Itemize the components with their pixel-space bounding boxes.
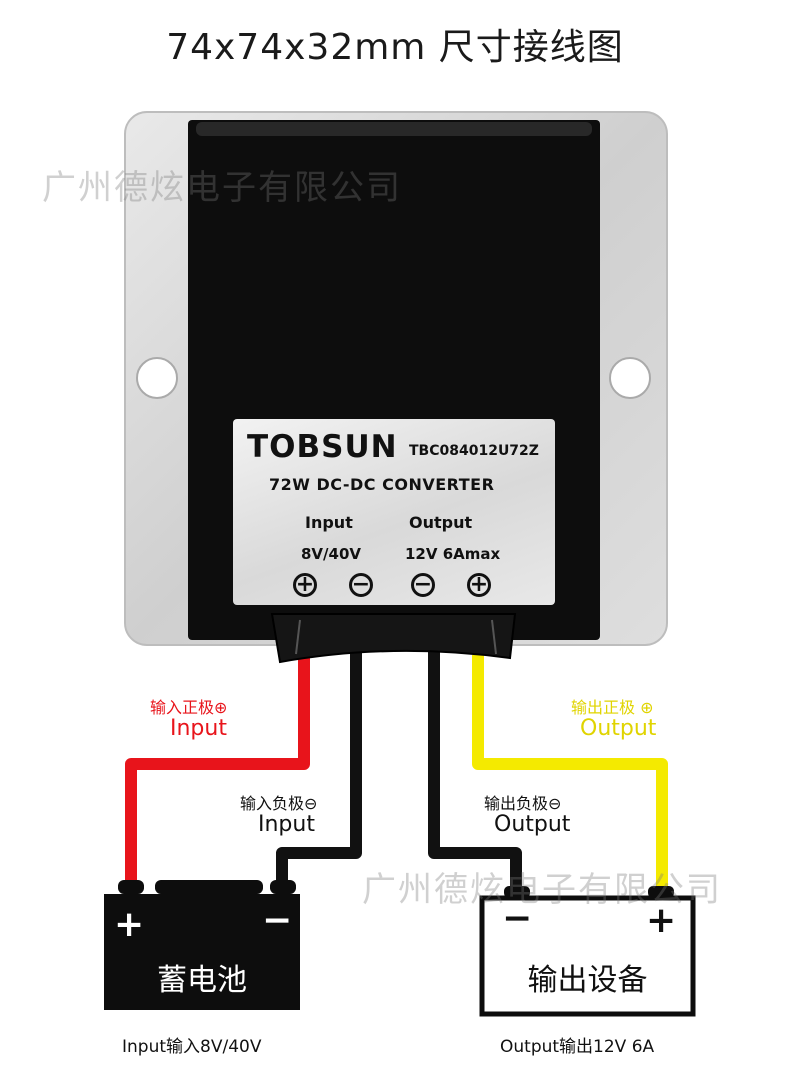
device-label: 输出设备 bbox=[527, 963, 648, 998]
product-description: 72W DC-DC CONVERTER bbox=[269, 475, 495, 494]
wire-output-positive bbox=[472, 655, 668, 890]
input-caption: Input输入8V/40V bbox=[122, 1037, 262, 1057]
device-body bbox=[479, 895, 696, 1017]
mount-hole-left bbox=[136, 357, 178, 399]
battery-terminal-left bbox=[118, 880, 144, 894]
output-header: Output bbox=[409, 513, 473, 532]
battery-terminal-right bbox=[270, 880, 296, 894]
model-number: TBC084012U72Z bbox=[409, 443, 539, 459]
input-negative-label-en: Input bbox=[258, 812, 315, 837]
converter-label-plate: TOBSUN TBC084012U72Z 72W DC-DC CONVERTER… bbox=[233, 419, 555, 605]
terminal-output-negative-icon: ⊖− bbox=[411, 573, 435, 597]
battery-plus-sign: + bbox=[114, 904, 145, 945]
output-range: 12V 6Amax bbox=[405, 545, 501, 563]
device-terminal-left bbox=[504, 886, 530, 898]
battery-top-bar bbox=[155, 880, 263, 894]
page-title: 74x74x32mm 尺寸接线图 bbox=[166, 27, 624, 68]
watermark-top: 广州德炫电子有限公司 bbox=[42, 168, 402, 208]
input-header: Input bbox=[305, 513, 353, 532]
output-positive-label-en: Output bbox=[580, 716, 657, 741]
device-minus-sign: − bbox=[502, 898, 533, 939]
cable-grommet bbox=[270, 613, 517, 664]
output-caption: Output输出12V 6A bbox=[500, 1037, 655, 1057]
device-plus-sign: + bbox=[646, 900, 677, 941]
battery-body bbox=[104, 894, 300, 1010]
terminal-output-positive-icon: ⊕+ bbox=[467, 573, 491, 597]
terminal-input-positive-icon: ⊕+ bbox=[293, 573, 317, 597]
wire-input-positive bbox=[125, 655, 310, 885]
input-positive-label-en: Input bbox=[170, 716, 227, 741]
device-terminal-right bbox=[648, 886, 674, 898]
output-positive-label-cn: 输出正极 ⊕ bbox=[571, 698, 654, 717]
brand-name: TOBSUN bbox=[247, 429, 398, 465]
wire-input-negative bbox=[276, 650, 362, 885]
battery-label: 蓄电池 bbox=[157, 963, 247, 998]
mount-hole-right bbox=[609, 357, 651, 399]
wire-output-negative bbox=[428, 650, 522, 890]
input-positive-label-cn: 输入正极⊕ bbox=[150, 698, 228, 717]
battery-minus-sign: − bbox=[262, 900, 293, 941]
terminal-input-negative-icon: ⊖− bbox=[349, 573, 373, 597]
watermark-bottom: 广州德炫电子有限公司 bbox=[362, 870, 722, 910]
output-negative-label-cn: 输出负极⊖ bbox=[484, 794, 562, 813]
input-negative-label-cn: 输入负极⊖ bbox=[240, 794, 318, 813]
input-range: 8V/40V bbox=[301, 545, 362, 563]
output-negative-label-en: Output bbox=[494, 812, 571, 837]
